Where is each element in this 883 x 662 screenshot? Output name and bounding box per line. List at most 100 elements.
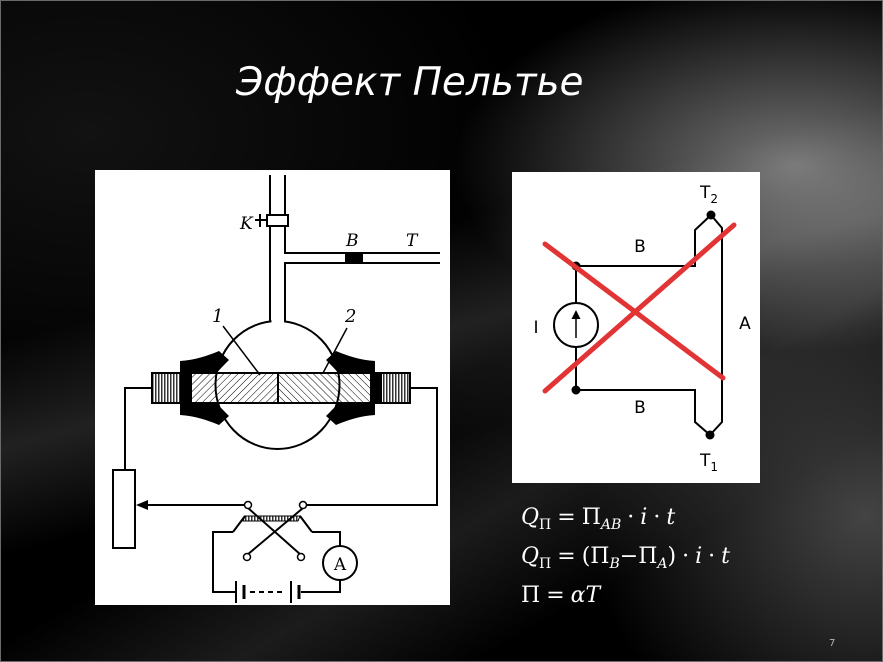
bar-conductor-2 bbox=[278, 373, 382, 403]
symbol-pi-b: Π bbox=[590, 544, 610, 569]
seal-left-bottom bbox=[180, 403, 229, 425]
conductor-a-label: A bbox=[739, 314, 751, 334]
current-source bbox=[553, 302, 599, 348]
circuit-svg: B I A B T2 T1 bbox=[533, 183, 751, 474]
tube-right-wall-upper bbox=[284, 175, 440, 254]
seal-left-top bbox=[180, 351, 229, 373]
equals-sign: = bbox=[557, 505, 576, 530]
subscript-pi: Π bbox=[539, 517, 552, 533]
symbol-temperature: T bbox=[585, 583, 601, 608]
part-1-label: 1 bbox=[212, 306, 223, 327]
ammeter bbox=[322, 545, 358, 581]
junction-t1-dot bbox=[705, 430, 715, 440]
equals-sign: = bbox=[557, 544, 576, 569]
valve-label: K bbox=[239, 214, 254, 234]
junction-t2-dot bbox=[706, 210, 716, 220]
reversing-switch bbox=[232, 507, 313, 556]
symbol-q: Q bbox=[521, 505, 540, 530]
junction-t2-letter: T bbox=[699, 183, 711, 203]
switch-blade bbox=[232, 515, 246, 533]
minus-sign: − bbox=[619, 544, 639, 569]
symbol-t: t bbox=[666, 505, 676, 530]
conductor-b-top bbox=[576, 214, 712, 267]
dot-operator: · bbox=[682, 544, 690, 569]
loop-wire-top-right bbox=[312, 531, 341, 546]
switch-blade bbox=[299, 515, 313, 533]
wire-left bbox=[124, 387, 152, 470]
formula-peltier-difference: QΠ=(ΠB−ΠA)·i·t bbox=[521, 542, 730, 581]
loop-wire-left bbox=[212, 531, 235, 593]
segment-t-label: T bbox=[406, 231, 419, 251]
symbol-q: Q bbox=[521, 544, 540, 569]
valve bbox=[266, 214, 289, 227]
part-2-leader bbox=[322, 327, 348, 374]
battery-loop bbox=[212, 531, 341, 603]
equals-sign: = bbox=[546, 583, 565, 608]
symbol-t: t bbox=[721, 544, 731, 569]
conductor-b-top-label: B bbox=[634, 237, 646, 257]
slider-arrow-icon bbox=[136, 500, 148, 510]
dot-operator: · bbox=[627, 505, 635, 530]
symbol-i: i bbox=[695, 544, 703, 569]
junction-t2-label: T2 bbox=[699, 183, 718, 206]
circuit-diagram: B I A B T2 T1 bbox=[512, 172, 760, 483]
red-cross-line bbox=[542, 222, 737, 394]
switch-terminal bbox=[296, 552, 306, 562]
subscript-pi: Π bbox=[539, 556, 552, 572]
wiring bbox=[124, 387, 438, 506]
symbol-pi: Π bbox=[581, 505, 601, 530]
bar-conductor-1 bbox=[180, 373, 278, 403]
segment-b-label: B bbox=[345, 231, 359, 251]
symbol-pi: Π bbox=[521, 583, 541, 608]
conductor-b-bottom bbox=[576, 389, 711, 436]
conductor-b-bottom-label: B bbox=[634, 398, 646, 418]
dot-operator: · bbox=[653, 505, 661, 530]
close-paren: ) bbox=[667, 544, 677, 569]
seal-right-bottom bbox=[326, 403, 375, 425]
junction-t1-letter: T bbox=[699, 451, 711, 471]
formulas: QΠ=ΠAB·i·t QΠ=(ΠB−ΠA)·i·t Π=αT bbox=[521, 503, 730, 620]
wire-right bbox=[306, 387, 438, 506]
conductor-a bbox=[709, 214, 723, 436]
bar-right-end bbox=[382, 373, 410, 403]
ammeter-label: A bbox=[333, 555, 347, 575]
switch-handle bbox=[242, 515, 301, 522]
tube-right-wall-lower bbox=[284, 262, 440, 322]
junction-t1-label: T1 bbox=[699, 451, 718, 474]
slide-title: Эффект Пельтье bbox=[236, 60, 584, 105]
bar-left-end bbox=[152, 373, 180, 403]
subscript-a: A bbox=[657, 556, 668, 572]
seal-right-top bbox=[326, 351, 375, 373]
switch-terminal bbox=[298, 500, 308, 510]
bar-left-seal-band bbox=[180, 373, 192, 403]
segment-b bbox=[345, 253, 363, 263]
junction-t2-subscript: 2 bbox=[710, 192, 718, 206]
symbol-i: i bbox=[640, 505, 648, 530]
gas-tube bbox=[269, 175, 440, 322]
apparatus-diagram: K B T 1 2 bbox=[95, 170, 450, 605]
dot-operator: · bbox=[708, 544, 716, 569]
part-1-leader bbox=[222, 325, 261, 376]
bulb-neck-opening bbox=[271, 316, 284, 326]
part-2-label: 2 bbox=[344, 306, 356, 327]
formula-peltier-heat: QΠ=ΠAB·i·t bbox=[521, 503, 730, 542]
formula-peltier-coefficient: Π=αT bbox=[521, 581, 730, 620]
switch-terminal bbox=[243, 500, 253, 510]
current-label: I bbox=[533, 318, 538, 338]
junction-t1-subscript: 1 bbox=[710, 460, 718, 474]
node-dot bbox=[571, 385, 581, 395]
symbol-alpha: α bbox=[570, 583, 586, 608]
subscript-b: B bbox=[609, 556, 620, 572]
loop-wire-bottom-right bbox=[301, 580, 341, 593]
open-paren: ( bbox=[581, 544, 591, 569]
switch-terminal bbox=[242, 552, 252, 562]
current-arrowhead-icon bbox=[571, 310, 581, 319]
circuit-wires bbox=[575, 214, 723, 436]
symbol-pi-a: Π bbox=[638, 544, 658, 569]
subscript-ab: AB bbox=[600, 517, 622, 533]
bar-right-seal-band bbox=[370, 373, 382, 403]
page-number: 7 bbox=[829, 638, 836, 649]
rheostat bbox=[112, 469, 136, 549]
apparatus-svg: K B T 1 2 bbox=[112, 175, 440, 603]
